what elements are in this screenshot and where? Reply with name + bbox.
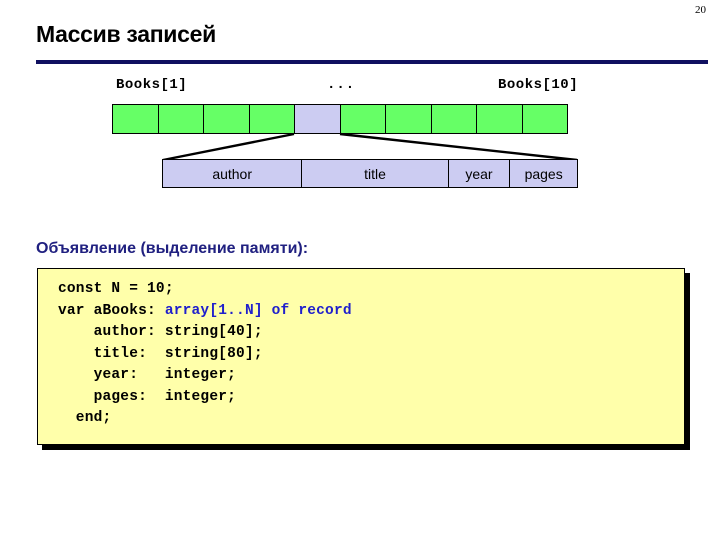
section-subtitle: Объявление (выделение памяти):	[36, 240, 309, 257]
array-cell	[113, 105, 159, 133]
page-title: Массив записей	[36, 21, 216, 47]
array-cell	[386, 105, 432, 133]
code-block: const N = 10; var aBooks: array[1..N] of…	[37, 268, 685, 445]
code-line: author: string[40];	[58, 322, 684, 344]
record-fields-box: author title year pages	[162, 159, 578, 188]
code-plain: const N = 10;	[58, 281, 174, 297]
code-line: end;	[58, 408, 684, 430]
array-cell	[522, 105, 567, 133]
code-keyword: array[1..N] of record	[164, 302, 352, 319]
code-plain: author: string[40];	[58, 324, 263, 340]
code-line: year: integer;	[58, 365, 684, 387]
code-line: const N = 10;	[58, 279, 684, 301]
title-divider	[36, 60, 708, 64]
code-plain: var aBooks:	[58, 302, 165, 319]
array-label-first: Books[1]	[116, 77, 188, 93]
array-cell	[249, 105, 295, 133]
code-plain: year: integer;	[58, 367, 237, 383]
record-field-title: title	[302, 160, 449, 187]
array-cell	[340, 105, 386, 133]
array-cell-highlighted	[295, 105, 341, 133]
code-line: pages: integer;	[58, 387, 684, 409]
code-plain: pages: integer;	[58, 388, 237, 405]
array-label-last: Books[10]	[498, 77, 579, 93]
code-plain: end;	[58, 410, 112, 426]
record-field-author: author	[163, 160, 303, 187]
array-cell	[431, 105, 477, 133]
code-line: title: string[80];	[58, 344, 684, 366]
array-diagram: Books[1] ... Books[10] author title year…	[0, 0, 720, 200]
code-plain: title: string[80];	[58, 345, 263, 362]
record-field-pages: pages	[510, 160, 577, 187]
code-line: var aBooks: array[1..N] of record	[58, 301, 684, 323]
array-cell	[158, 105, 204, 133]
array-cells-row	[112, 104, 568, 134]
record-field-year: year	[448, 160, 511, 187]
array-label-ellipsis: ...	[327, 77, 356, 93]
array-cell	[204, 105, 250, 133]
array-cell	[477, 105, 523, 133]
slide-number: 20	[695, 4, 706, 16]
